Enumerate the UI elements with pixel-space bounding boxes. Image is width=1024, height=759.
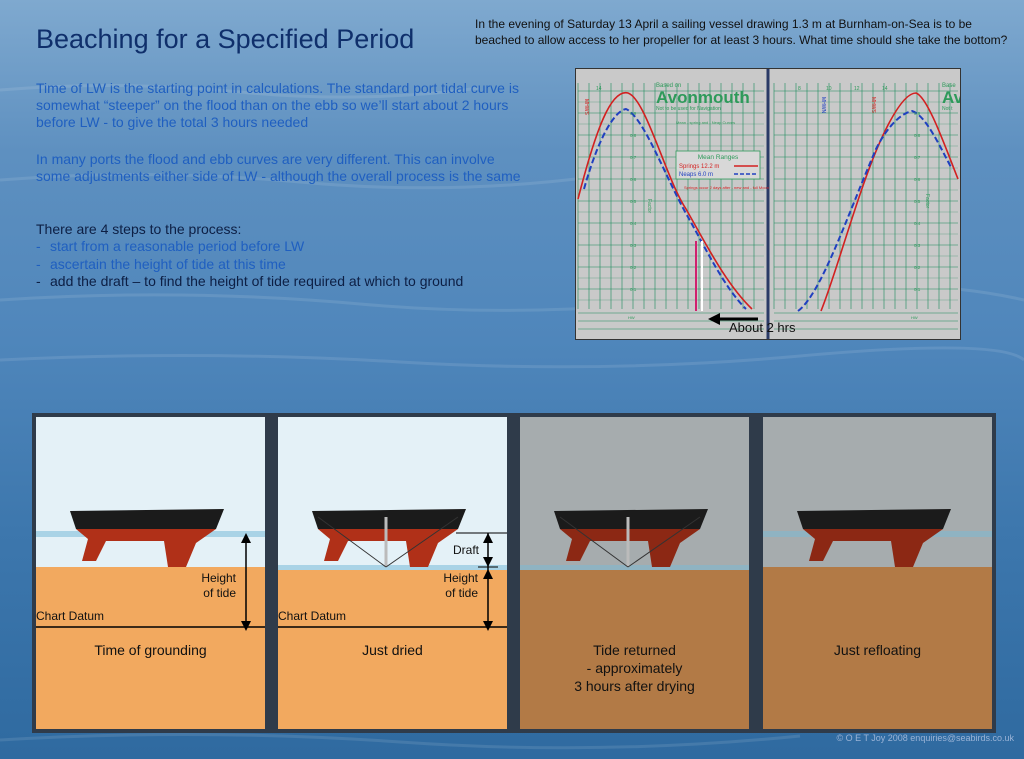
neaps-legend: Neaps 6.0 m [679,172,713,178]
mean-note: Mean - spring and - Neap Curves [676,120,735,125]
neaps-curve-right [797,109,953,312]
copyright-notice: © O E T Joy 2008 enquiries@seabirds.co.u… [836,733,1014,743]
step-item: -start from a reasonable period before L… [36,238,305,254]
top-tick-right: 12 [854,86,860,92]
factor-tick: 0.9 [630,111,637,116]
boat-scene [278,417,507,729]
springs-note: Springs occur 2 days after - new and - f… [684,185,769,190]
page-title: Beaching for a Specified Period [36,24,415,54]
partial-based-label: Base [942,83,956,89]
chart-datum-label: Chart Datum [278,609,347,623]
mhws-label-left: MHWS [583,99,589,115]
springs-curve-left [577,92,753,310]
factor-tick: 0.1 [914,287,921,292]
port-name: Avonmouth [656,88,750,107]
boat [312,509,466,568]
panel-caption: Just refloating [833,642,922,658]
not-for-navigation: Not to be used for Navigation [656,106,721,112]
factor-tick: 0.1 [630,287,637,292]
about-2-hrs-label: About 2 hrs [729,320,796,335]
factor-tick: 0.8 [914,133,921,138]
neaps-curve-left [583,107,747,310]
mhwn-label: MHWN [820,97,826,113]
draft-label: Draft [453,543,480,557]
hw-label-right: HW [911,315,918,320]
boat-scene [763,417,992,729]
boat-scene [36,417,265,729]
chart-datum-label: Chart Datum [36,609,105,623]
factor-tick: 0.5 [914,199,921,204]
grid-left [577,83,764,330]
factor-tick: 0.7 [914,155,921,160]
top-tick-right: 14 [882,86,888,92]
factor-tick: 0.5 [630,199,637,204]
step-item: -ascertain the height of tide at this ti… [36,255,286,272]
springs-curve-right [820,92,959,312]
springs-legend: Springs 12.2 m [679,164,719,170]
top-tick-left: 14 [596,86,602,92]
factor-tick: 0.2 [630,265,637,270]
mean-ranges-title: Mean Ranges [698,154,739,161]
boat [70,509,224,567]
factor-tick: 0.3 [630,243,637,248]
factor-tick: 0.4 [914,221,921,226]
factor-label-right: Factor [924,194,930,209]
tidal-curve-diagram: Based on Avonmouth Not to be used for Na… [575,68,961,340]
panel-caption: Just dried [362,642,423,658]
factor-tick: 0.7 [630,155,637,160]
factor-tick: 0.3 [914,243,921,248]
boat-scene [520,417,749,729]
partial-not-label: Not t [942,106,953,112]
hw-label-left: HW [628,315,635,320]
question-text: In the evening of Saturday 13 April a sa… [475,17,1008,47]
based-on-label: Based on [656,83,681,89]
panel-just-refloating: Just refloating [763,417,992,729]
boat [554,509,708,568]
mhws-label-right: MHWS [870,97,876,113]
factor-tick: 0.4 [630,221,637,226]
factor-tick: 0.9 [914,111,921,116]
curves-paragraph: In many ports the flood and ebb curves a… [36,151,521,184]
factor-tick: 0.6 [914,177,921,182]
boat [797,509,951,567]
factor-tick: 0.2 [914,265,921,270]
top-tick-right: 10 [826,86,832,92]
top-tick-right: 8 [798,86,801,92]
factor-tick: 0.8 [630,133,637,138]
panel-caption: Time of grounding [94,642,207,658]
intro-paragraph: Time of LW is the starting point in calc… [36,80,519,130]
factor-tick: 0.6 [630,177,637,182]
steps-heading: There are 4 steps to the process: [36,221,242,237]
partial-port-name: Av [942,88,961,107]
factor-label-left: Factor [646,199,652,214]
grid-right [773,83,958,330]
steps-list: -start from a reasonable period before L… [36,238,463,291]
step-item: -add the draft – to find the height of t… [36,273,464,289]
